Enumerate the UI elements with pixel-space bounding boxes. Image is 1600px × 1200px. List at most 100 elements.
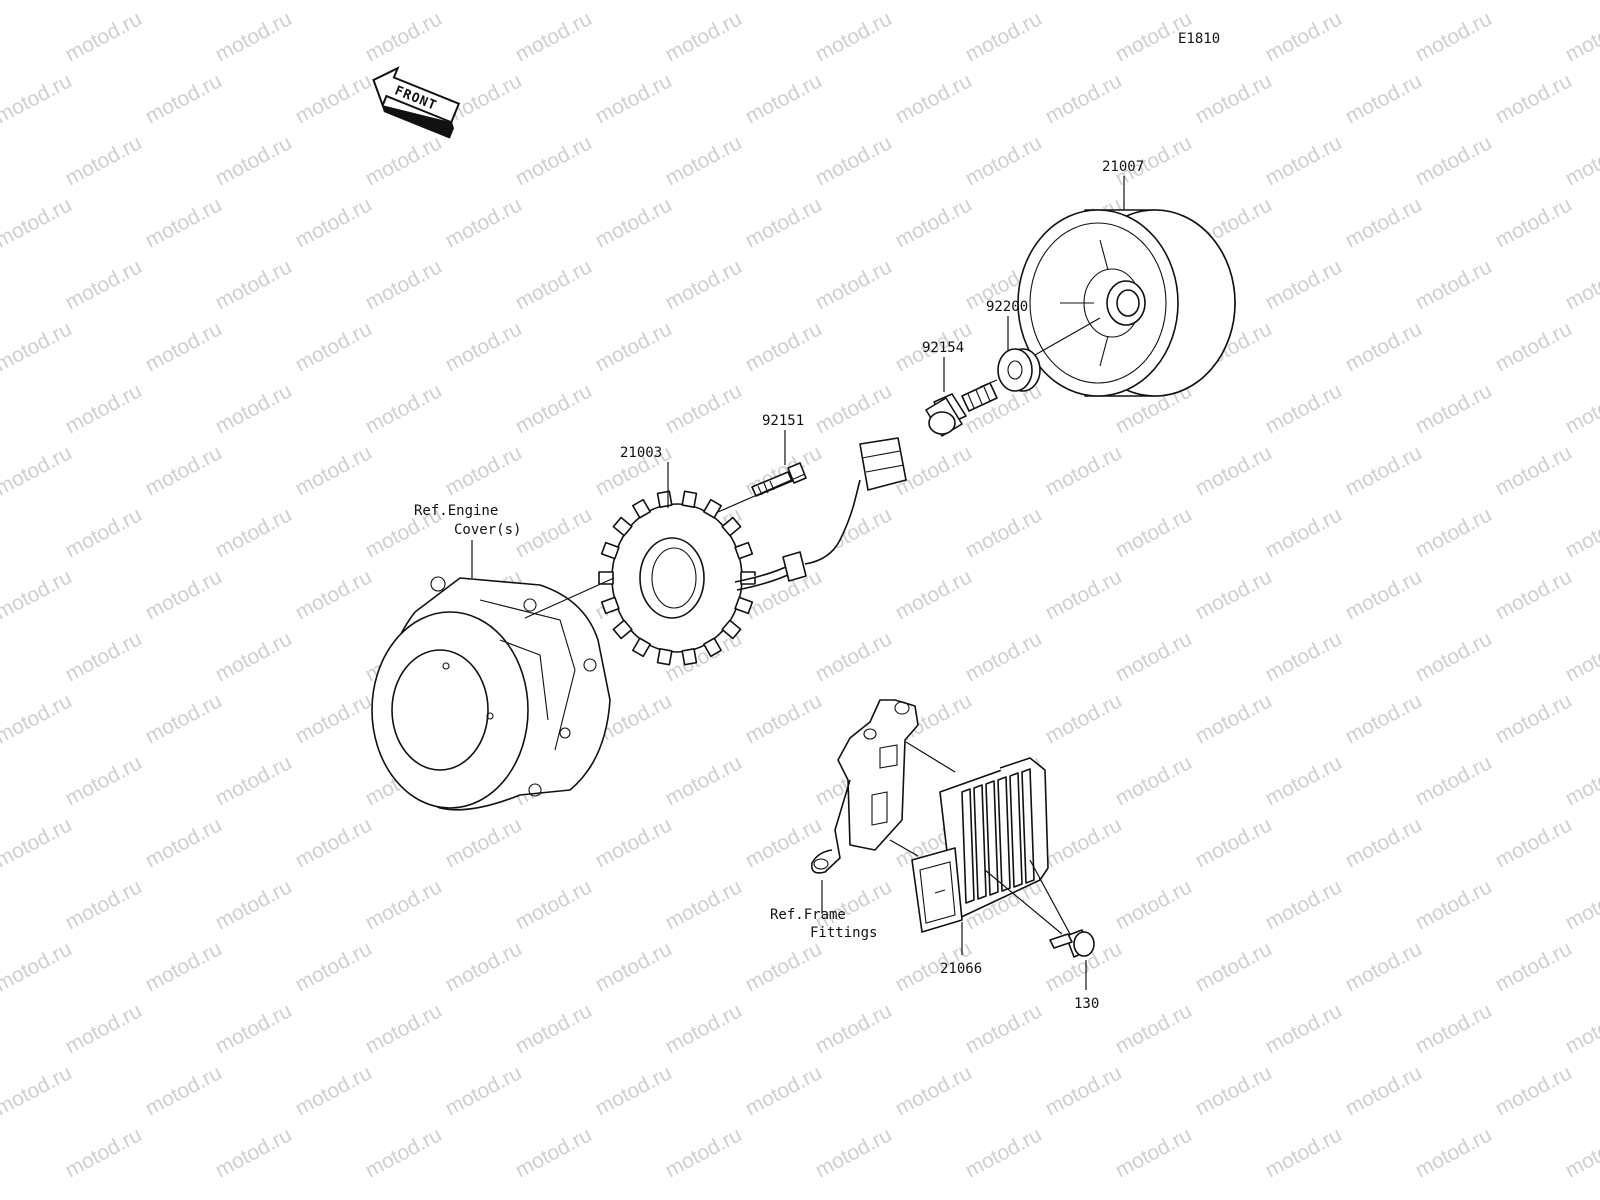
watermark-text: motod.ru [1342, 937, 1426, 996]
watermark-text: motod.ru [212, 1123, 296, 1182]
watermark-text: motod.ru [812, 1123, 896, 1182]
stator-tooth [612, 619, 633, 640]
label-stator-bolt: 92151 [762, 413, 804, 429]
watermark-text: motod.ru [512, 999, 596, 1058]
watermark-text: motod.ru [1342, 69, 1426, 128]
watermark-text: motod.ru [0, 193, 76, 252]
flywheel-bolt [925, 382, 998, 437]
watermark-text: motod.ru [212, 503, 296, 562]
watermark-text: motod.ru [362, 255, 446, 314]
stator-tooth [632, 637, 651, 658]
watermark-text: motod.ru [362, 875, 446, 934]
watermark-text: motod.ru [1042, 0, 1126, 4]
watermark-text: motod.ru [812, 255, 896, 314]
watermark-text: motod.ru [1112, 999, 1196, 1058]
stator-tooth [600, 541, 620, 560]
watermark-text: motod.ru [742, 689, 826, 748]
watermark-text: motod.ru [142, 1061, 226, 1120]
watermark-text: motod.ru [62, 379, 146, 438]
heat-sink-fin [997, 776, 1011, 892]
watermark-text: motod.ru [212, 875, 296, 934]
regulator-bolt [1049, 929, 1095, 958]
watermark-text: motod.ru [1412, 1123, 1496, 1182]
watermark-text: motod.ru [292, 565, 376, 624]
watermark-text: motod.ru [1562, 627, 1600, 686]
watermark-text: motod.ru [662, 131, 746, 190]
watermark-text: motod.ru [742, 69, 826, 128]
stator-tooth [632, 498, 651, 519]
stator-tooth [703, 637, 722, 658]
watermark-text: motod.ru [1412, 875, 1496, 934]
watermark-text: motod.ru [512, 503, 596, 562]
watermark-text: motod.ru [0, 1061, 76, 1120]
watermark-text: motod.ru [1412, 7, 1496, 66]
watermark-text: motod.ru [1412, 255, 1496, 314]
watermark-text: motod.ru [62, 1123, 146, 1182]
watermark-text: motod.ru [1042, 1061, 1126, 1120]
watermark-text: motod.ru [1112, 503, 1196, 562]
watermark-text: motod.ru [892, 69, 976, 128]
watermark-text: motod.ru [962, 1123, 1046, 1182]
watermark-text: motod.ru [0, 565, 76, 624]
watermark-text: motod.ru [1262, 627, 1346, 686]
watermark-text: motod.ru [1192, 69, 1276, 128]
watermark-text: motod.ru [62, 875, 146, 934]
watermark-text: motod.ru [62, 999, 146, 1058]
watermark-text: motod.ru [362, 379, 446, 438]
watermark-text: motod.ru [142, 193, 226, 252]
watermark-text: motod.ru [962, 627, 1046, 686]
watermark-text: motod.ru [1262, 503, 1346, 562]
watermark-text: motod.ru [62, 7, 146, 66]
watermark-text: motod.ru [512, 7, 596, 66]
watermark-text: motod.ru [142, 317, 226, 376]
watermark-text: motod.ru [1562, 503, 1600, 562]
watermark-text: motod.ru [812, 7, 896, 66]
watermark-text: motod.ru [292, 441, 376, 500]
watermark-text: motod.ru [442, 193, 526, 252]
watermark-text: motod.ru [1262, 255, 1346, 314]
watermark-text: motod.ru [662, 379, 746, 438]
stator-tooth [734, 596, 754, 615]
watermark-text: motod.ru [442, 813, 526, 872]
watermark-text: motod.ru [212, 751, 296, 810]
watermark-text: motod.ru [1262, 875, 1346, 934]
watermark-text: motod.ru [292, 937, 376, 996]
label-flywheel: 21007 [1102, 159, 1144, 175]
watermark-text: motod.ru [512, 1123, 596, 1182]
watermark-text: motod.ru [0, 317, 76, 376]
leader-lines [471, 176, 1125, 990]
watermark-text: motod.ru [1192, 441, 1276, 500]
watermark-text: motod.ru [742, 317, 826, 376]
label-regulator: 21066 [940, 961, 982, 977]
watermark-text: motod.ru [362, 999, 446, 1058]
watermark-text: motod.ru [1412, 999, 1496, 1058]
watermark-text: motod.ru [292, 0, 376, 4]
label-stator: 21003 [620, 445, 662, 461]
watermark-text: motod.ru [1112, 627, 1196, 686]
watermark-text: motod.ru [1342, 441, 1426, 500]
watermark-text: motod.ru [1492, 69, 1576, 128]
watermark-text: motod.ru [892, 0, 976, 4]
watermark-text: motod.ru [1112, 875, 1196, 934]
watermark-text: motod.ru [292, 317, 376, 376]
watermark-text: motod.ru [1492, 0, 1576, 4]
watermark-text: motod.ru [1562, 131, 1600, 190]
watermark-text: motod.ru [362, 7, 446, 66]
watermark-text: motod.ru [662, 1123, 746, 1182]
watermark-text: motod.ru [1562, 751, 1600, 810]
watermark-text: motod.ru [1342, 193, 1426, 252]
watermark-text: motod.ru [62, 751, 146, 810]
watermark-text: motod.ru [1192, 0, 1276, 4]
watermark-text: motod.ru [1042, 69, 1126, 128]
watermark-text: motod.ru [1042, 565, 1126, 624]
label-engine-cover-1: Ref.Engine [414, 503, 498, 519]
stator-tooth [600, 596, 620, 615]
watermark-text: motod.ru [1262, 131, 1346, 190]
watermark-text: motod.ru [662, 875, 746, 934]
watermark-text: motod.ru [212, 999, 296, 1058]
heat-sink-fin [1021, 768, 1035, 884]
watermark-text: motod.ru [1342, 0, 1426, 4]
stator-tooth [612, 516, 633, 537]
watermark-text: motod.ru [142, 69, 226, 128]
